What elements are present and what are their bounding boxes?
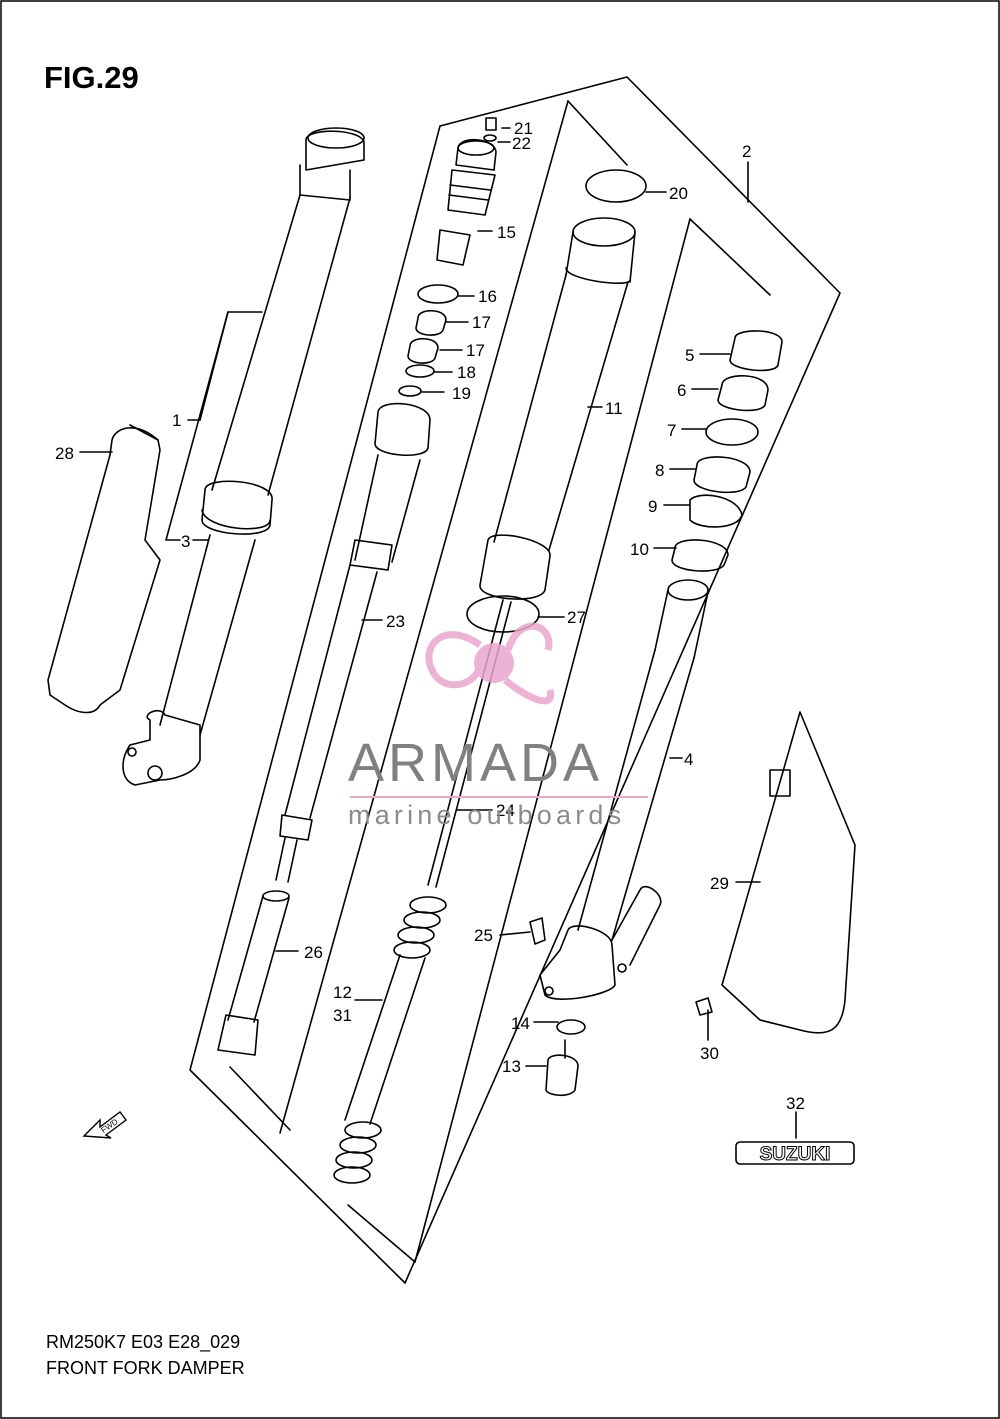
callout-23: 23	[386, 612, 405, 631]
part-20-oring	[585, 169, 647, 203]
callout-15: 15	[497, 223, 516, 242]
part-14-oring	[556, 1019, 586, 1035]
watermark-divider	[350, 796, 648, 798]
assembly-box-inner	[689, 218, 771, 296]
part-13-valve	[545, 1054, 579, 1097]
callout-9: 9	[648, 497, 657, 516]
callout-17a: 17	[472, 313, 491, 332]
part-15-adjuster	[436, 139, 497, 266]
model-code: RM250K7 E03 E28_029	[46, 1332, 241, 1352]
callout-19: 19	[452, 384, 471, 403]
callout-21: 21	[514, 119, 533, 138]
part-4-inner-tube	[539, 579, 709, 1000]
figure-title: FIG.29	[44, 60, 139, 95]
callout-14: 14	[511, 1014, 530, 1033]
part-25-bolt	[529, 917, 546, 945]
callout-26: 26	[304, 943, 323, 962]
callout-31: 31	[333, 1006, 352, 1025]
propeller-logo-icon	[425, 622, 555, 705]
callout-11: 11	[605, 399, 623, 418]
part-12-spring	[333, 896, 447, 1184]
callout-7: 7	[667, 421, 676, 440]
part-17-bushing-a	[415, 309, 447, 336]
part-27-oring	[466, 595, 540, 633]
assembly-box-outer	[189, 76, 841, 1284]
callout-18: 18	[457, 363, 476, 382]
callout-17b: 17	[466, 341, 485, 360]
callout-13: 13	[502, 1057, 521, 1076]
part-22-oring	[483, 134, 497, 142]
part-9-clip	[689, 494, 743, 528]
watermark-tagline: marine outboards	[348, 800, 626, 830]
part-7-washer	[705, 418, 759, 446]
callout-22: 22	[512, 134, 531, 153]
callout-8: 8	[655, 461, 664, 480]
callout-30: 30	[700, 1044, 719, 1063]
callout-labels: 1 2 3 4 5 6 7 8 9 10 11 12 31 13 14 15 1…	[55, 119, 805, 1113]
callout-20: 20	[669, 184, 688, 203]
assembly-box-right	[567, 100, 628, 166]
part-30-bolt	[695, 997, 713, 1016]
figure-caption: FRONT FORK DAMPER	[46, 1358, 245, 1378]
callout-16: 16	[478, 287, 497, 306]
part-21-screw	[485, 117, 497, 131]
callout-25: 25	[474, 926, 493, 945]
callout-24: 24	[496, 801, 515, 820]
callout-12: 12	[333, 983, 352, 1002]
part-29-fork-guard	[721, 711, 856, 1034]
callout-5: 5	[685, 346, 694, 365]
part-8-seal	[693, 456, 751, 494]
part-1-outer-tube	[122, 127, 365, 786]
callout-6: 6	[677, 381, 686, 400]
part-5-bushing	[729, 330, 783, 372]
callout-2: 2	[742, 142, 751, 161]
suzuki-emblem-text: SUZUKI	[760, 1144, 831, 1165]
callout-28: 28	[55, 444, 74, 463]
watermark-brand: ARMADA	[348, 733, 604, 793]
part-10-dust-seal	[671, 539, 729, 572]
part-28-fork-guard	[47, 424, 161, 714]
part-26-spacer	[217, 890, 290, 1056]
callout-3: 3	[181, 532, 190, 551]
callout-1: 1	[172, 411, 181, 430]
callout-10: 10	[630, 540, 649, 559]
fwd-arrow-icon: FWD	[82, 1111, 127, 1139]
part-11-outer-tube	[479, 217, 636, 600]
callout-32: 32	[786, 1094, 805, 1113]
assembly-box-right-lines	[279, 100, 569, 1134]
part-6-bushing	[717, 375, 769, 412]
part-19-oring	[398, 385, 422, 397]
part-16-ring	[417, 284, 459, 304]
suzuki-emblem-frame	[735, 1141, 855, 1165]
callout-4: 4	[684, 750, 693, 769]
callout-29: 29	[710, 874, 729, 893]
part-17-bushing-b	[407, 337, 439, 364]
part-23-cartridge	[275, 402, 431, 883]
callout-27: 27	[567, 608, 586, 627]
part-18-washer	[405, 364, 435, 378]
